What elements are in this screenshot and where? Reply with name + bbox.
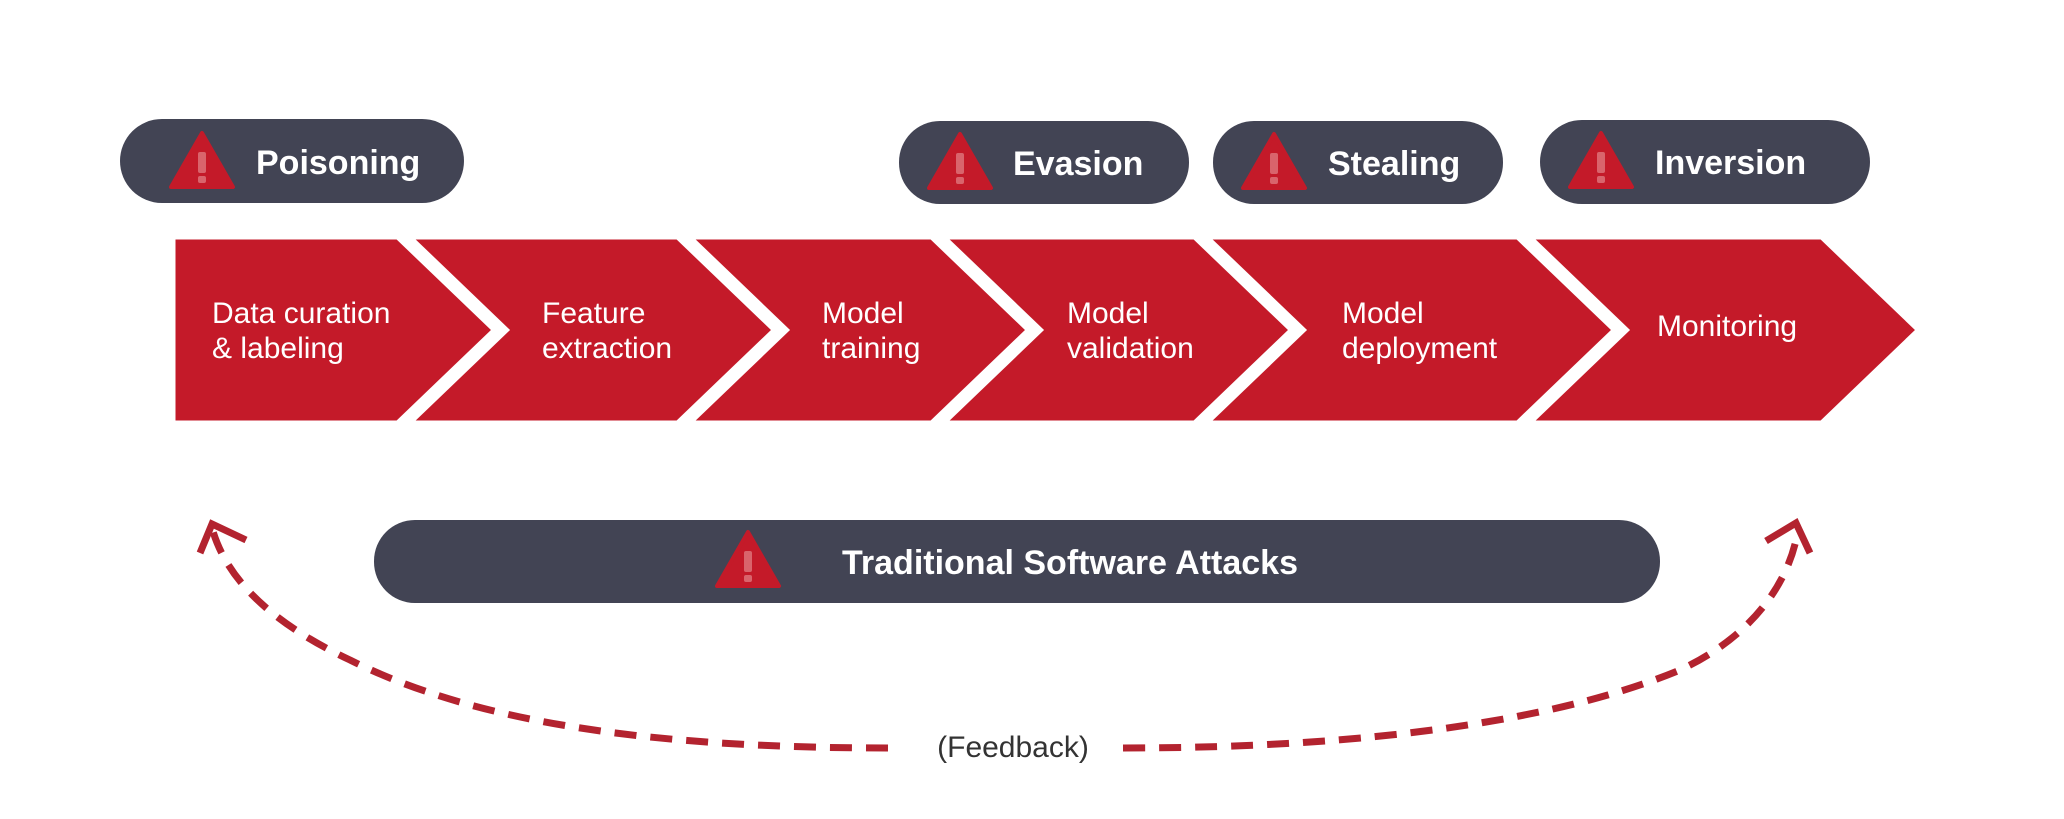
feedback-arc-left — [208, 527, 889, 752]
chevron-model-deployment — [1195, 232, 1622, 428]
stage-line: deployment — [1342, 332, 1498, 365]
stage-label-model-deployment: Model deployment — [1342, 297, 1498, 365]
stage-label-feature-extraction: Feature extraction — [542, 297, 672, 365]
warning-triangle-icon — [1568, 131, 1634, 189]
warning-triangle-icon — [169, 131, 235, 189]
stage-label-monitoring: Monitoring — [1657, 310, 1797, 343]
warning-triangle-icon — [715, 530, 781, 588]
feedback-arc-right — [1122, 529, 1802, 752]
chevron-feature-extraction — [398, 232, 782, 428]
stage-line: extraction — [542, 332, 672, 365]
chevron-data-curation — [168, 232, 502, 428]
stage-line: Model — [1067, 297, 1149, 330]
stage-label-model-training: Model training — [822, 297, 920, 365]
stage-line: validation — [1067, 332, 1194, 365]
chevron-monitoring — [1518, 232, 1926, 428]
feedback-loop: (Feedback) — [196, 518, 1814, 764]
attack-label: Stealing — [1328, 145, 1460, 183]
traditional-attacks-label: Traditional Software Attacks — [842, 544, 1298, 582]
stage-line: & labeling — [212, 332, 344, 365]
attack-pill-stealing: Stealing — [1213, 121, 1503, 204]
attack-label: Inversion — [1655, 144, 1806, 182]
traditional-attacks-bar: Traditional Software Attacks — [374, 520, 1660, 603]
attack-pill-inversion: Inversion — [1540, 120, 1870, 204]
stage-line: Model — [822, 297, 904, 330]
warning-triangle-icon — [1241, 132, 1307, 190]
stage-line: Monitoring — [1657, 310, 1797, 343]
stage-label-data-curation: Data curation & labeling — [212, 297, 399, 365]
feedback-label: (Feedback) — [937, 731, 1089, 764]
stage-line: Data curation — [212, 297, 390, 330]
pipeline: Data curation & labeling Feature extract… — [168, 232, 1926, 428]
stage-line: training — [822, 332, 920, 365]
stage-line: Model — [1342, 297, 1424, 330]
chevron-model-training — [678, 232, 1036, 428]
feedback-arrowhead-left — [196, 519, 248, 555]
stage-label-model-validation: Model validation — [1067, 297, 1194, 365]
attack-pill-evasion: Evasion — [899, 121, 1189, 204]
attack-pill-poisoning: Poisoning — [120, 119, 464, 203]
attack-label: Evasion — [1013, 145, 1143, 183]
chevron-model-validation — [932, 232, 1299, 428]
attack-label: Poisoning — [256, 144, 420, 182]
stage-line: Feature — [542, 297, 645, 330]
warning-triangle-icon — [927, 132, 993, 190]
attack-pills: Poisoning Evasion Stealing — [120, 119, 1870, 204]
feedback-arrowhead-right — [1764, 518, 1814, 555]
